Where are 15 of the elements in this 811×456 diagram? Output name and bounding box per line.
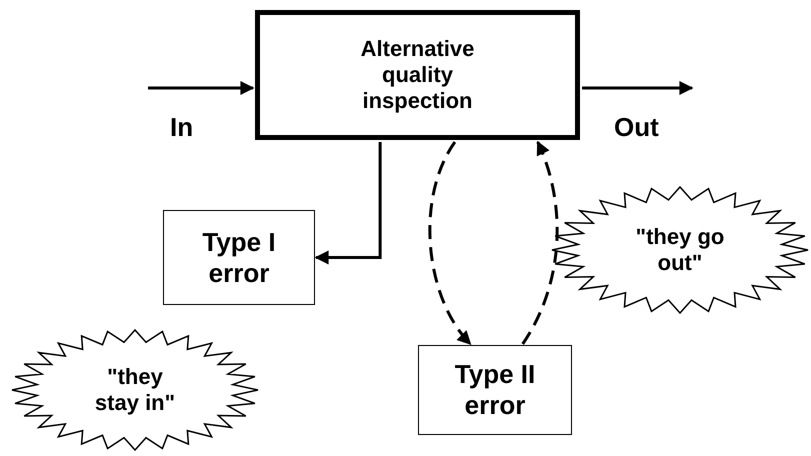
arrow	[428, 141, 472, 346]
arrow	[521, 140, 559, 345]
node-label: "they go out"	[634, 224, 726, 276]
arrow	[314, 142, 382, 264]
node-label: Alternative quality inspection	[360, 36, 476, 114]
node-label: "they stay in"	[94, 364, 176, 416]
arrow	[148, 81, 254, 95]
node-label: Type I error	[201, 226, 277, 288]
starburst-callout	[10, 328, 260, 452]
arrow	[582, 81, 694, 95]
node-label: Type II error	[454, 359, 536, 421]
process-box	[255, 10, 580, 140]
error-box	[418, 345, 572, 435]
error-box	[163, 210, 315, 305]
starburst-callout	[550, 185, 810, 315]
